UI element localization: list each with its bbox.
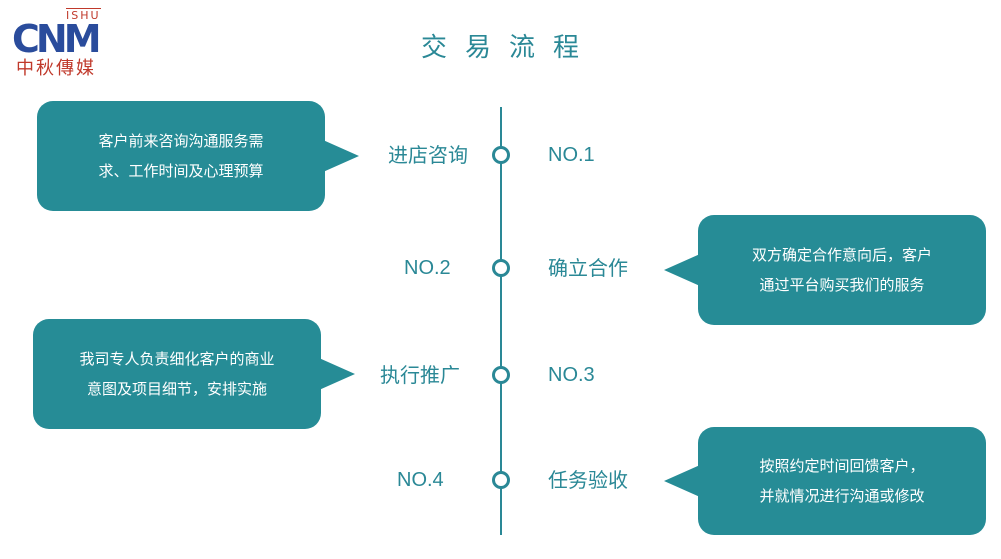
step-3-name: 执行推广 — [380, 363, 460, 387]
step-3-node — [492, 366, 510, 384]
step-3-description-line-2: 意图及项目细节，安排实施 — [86, 380, 267, 398]
step-4-description-line-2: 并就情况进行沟通或修改 — [759, 487, 925, 505]
logo-sub-text: ISHU — [66, 8, 101, 22]
step-1-description-line-1: 客户前来咨询沟通服务需 — [98, 132, 264, 150]
step-4-description-bubble: 按照约定时间回馈客户， 并就情况进行沟通或修改 — [664, 427, 986, 535]
step-3-description-line-1: 我司专人负责细化客户的商业 — [79, 350, 275, 368]
bubble-pointer — [319, 358, 355, 390]
bubble-pointer — [664, 254, 700, 286]
bubble-pointer — [323, 140, 359, 172]
step-1-description-line-2: 求、工作时间及心理预算 — [98, 162, 264, 180]
step-3-number: NO.3 — [548, 364, 595, 386]
step-2-description-line-2: 通过平台购买我们的服务 — [759, 276, 925, 294]
step-1-name: 进店咨询 — [388, 143, 468, 167]
step-4-number: NO.4 — [397, 469, 444, 491]
step-1-description-bubble: 客户前来咨询沟通服务需 求、工作时间及心理预算 — [37, 101, 359, 211]
step-2-number: NO.2 — [404, 257, 451, 279]
logo-brand-text: CNM — [12, 17, 101, 61]
page-title: 交易流程 — [420, 33, 597, 63]
step-3-description-bubble: 我司专人负责细化客户的商业 意图及项目细节，安排实施 — [33, 319, 355, 429]
step-4-description-line-1: 按照约定时间回馈客户， — [759, 457, 925, 475]
step-2-node — [492, 259, 510, 277]
step-1-node — [492, 146, 510, 164]
timeline-line — [500, 107, 502, 535]
brand-logo: ISHU CNM 中秋傳媒 — [12, 8, 120, 80]
step-4-name: 任务验收 — [548, 468, 628, 492]
step-2-description-bubble: 双方确定合作意向后，客户 通过平台购买我们的服务 — [664, 215, 986, 325]
step-1-number: NO.1 — [548, 144, 595, 166]
bubble-pointer — [664, 465, 700, 497]
step-2-name: 确立合作 — [548, 256, 628, 280]
step-2-description-line-1: 双方确定合作意向后，客户 — [751, 246, 932, 264]
logo-chinese-text: 中秋傳媒 — [16, 58, 96, 79]
step-4-node — [492, 471, 510, 489]
